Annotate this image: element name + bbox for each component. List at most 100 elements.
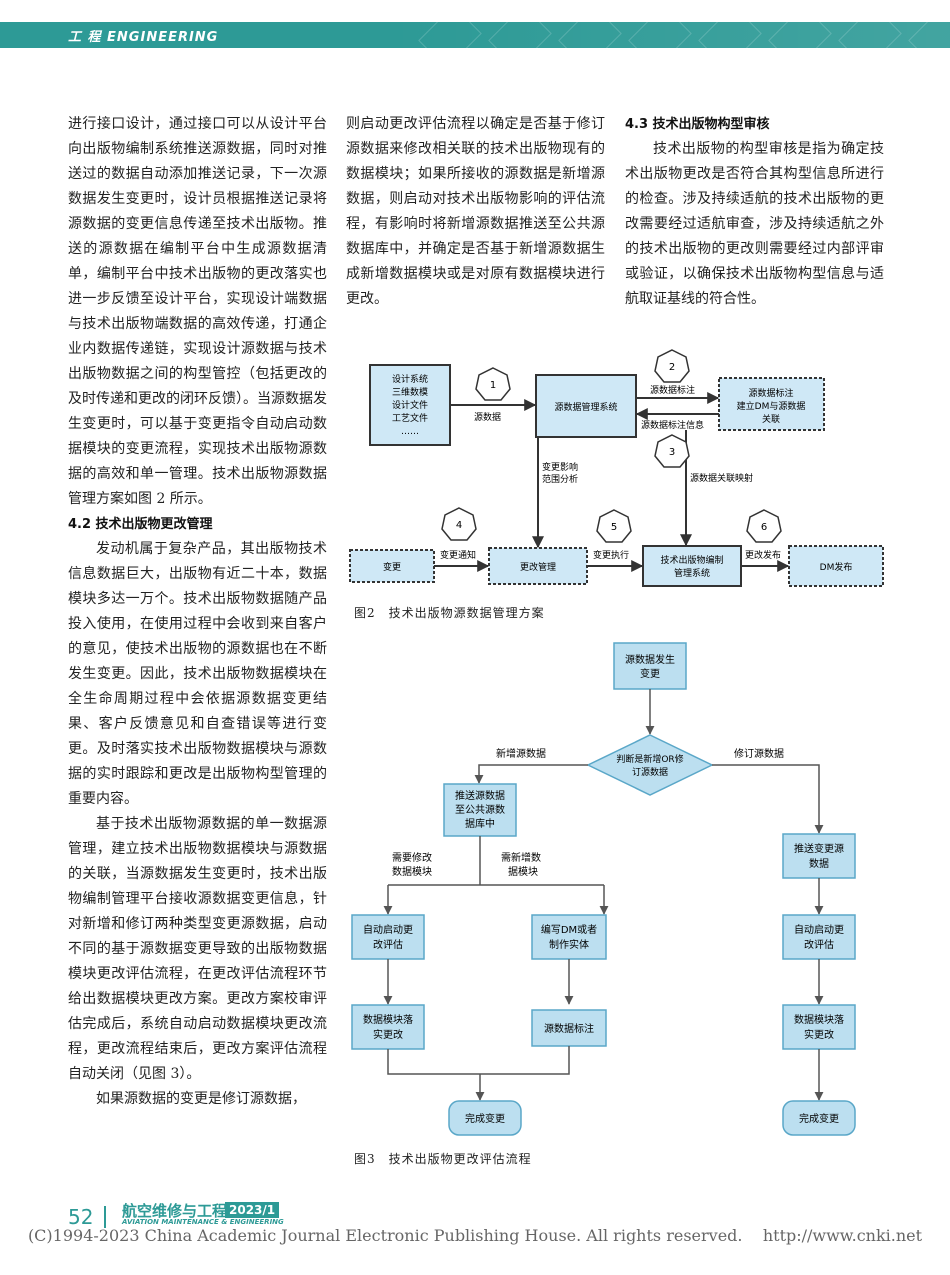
flow-dm-implement-left-box: 数据模块落 实更改 <box>351 1004 425 1050</box>
figure-2-caption: 图2 技术出版物源数据管理方案 <box>354 606 545 620</box>
svg-text:技术出版物编制: 技术出版物编制 <box>660 554 723 566</box>
svg-text:数据模块落: 数据模块落 <box>794 1013 844 1026</box>
svg-text:2: 2 <box>669 362 675 373</box>
label-impact: 变更影响 <box>542 461 578 473</box>
label-impact-2: 范围分析 <box>542 473 578 485</box>
label-annotation: 源数据标注 <box>650 384 695 396</box>
svg-text:实更改: 实更改 <box>804 1028 834 1041</box>
issue-badge: 2023/1 <box>225 1202 280 1218</box>
step-5-badge: 5 <box>596 509 632 543</box>
source-data-mgmt-box: 源数据管理系统 <box>535 374 637 438</box>
svg-text:数据: 数据 <box>809 857 829 870</box>
svg-text:管理系统: 管理系统 <box>674 567 710 579</box>
section-label: 工 程 ENGINEERING <box>68 30 219 45</box>
col2-paragraph-1: 则启动更改评估流程以确定是否基于修订源数据来修改相关联的技术出版物现有的数据模块… <box>346 116 605 307</box>
col1-paragraph-1: 进行接口设计，通过接口可以从设计平台向出版物编制系统推送源数据，同时对推送过的数… <box>68 116 327 507</box>
svg-text:源数据标注: 源数据标注 <box>748 387 793 399</box>
svg-text:源数据管理系统: 源数据管理系统 <box>554 401 617 413</box>
svg-text:编写DM或者: 编写DM或者 <box>541 923 597 936</box>
flow-decision: 判断是新增OR修 订源数据 <box>586 734 714 796</box>
label-annotation-info: 源数据标注信息 <box>641 419 704 431</box>
svg-text:建立DM与源数据: 建立DM与源数据 <box>737 400 806 412</box>
header-banner: 工 程 ENGINEERING <box>0 22 950 48</box>
design-system-box: 设计系统 三维数模 设计文件 工艺文件 …… <box>369 364 451 446</box>
svg-text:三维数模: 三维数模 <box>392 386 428 398</box>
flow-auto-eval-right-box: 自动启动更 改评估 <box>782 914 856 960</box>
label-new-source: 新增源数据 <box>496 747 546 760</box>
col1-paragraph-2: 发动机属于复杂产品，其出版物技术信息数据巨大，出版物有近二十本，数据模块多达一万… <box>68 541 327 807</box>
svg-text:自动启动更: 自动启动更 <box>363 923 413 936</box>
svg-text:5: 5 <box>611 522 617 533</box>
col3-paragraph-1: 技术出版物的构型审核是指为确定技术出版物更改是否符合其构型信息所进行的检查。涉及… <box>625 141 884 307</box>
svg-text:源数据标注: 源数据标注 <box>544 1022 594 1035</box>
svg-text:1: 1 <box>490 380 496 391</box>
pub-system-box: 技术出版物编制 管理系统 <box>642 545 742 587</box>
svg-text:更改管理: 更改管理 <box>520 561 556 573</box>
label-mapping: 源数据关联映射 <box>690 472 753 484</box>
label-need-modify: 需要修改 <box>392 851 432 864</box>
step-6-badge: 6 <box>746 509 782 543</box>
svg-text:改评估: 改评估 <box>804 938 834 951</box>
step-4-badge: 4 <box>441 507 477 541</box>
flow-push-public-box: 推送源数据 至公共源数 据库中 <box>443 783 517 837</box>
dm-release-box: DM发布 <box>788 545 884 587</box>
flow-start-box: 源数据发生 变更 <box>613 642 687 690</box>
svg-text:据库中: 据库中 <box>465 817 495 830</box>
svg-text:推送变更源: 推送变更源 <box>794 842 844 855</box>
step-1-badge: 1 <box>475 367 511 401</box>
svg-text:4: 4 <box>456 520 462 531</box>
flow-done-right: 完成变更 <box>782 1100 856 1136</box>
flow-done-left: 完成变更 <box>448 1100 522 1136</box>
svg-text:订源数据: 订源数据 <box>632 766 668 778</box>
label-need-new: 需新增数 <box>501 851 541 864</box>
column-middle: 则启动更改评估流程以确定是否基于修订源数据来修改相关联的技术出版物现有的数据模块… <box>346 112 605 312</box>
col1-paragraph-3: 基于技术出版物源数据的单一数据源管理，建立技术出版物数据模块与源数据的关联，当源… <box>68 816 327 1082</box>
svg-text:源数据发生: 源数据发生 <box>625 653 675 666</box>
svg-text:完成变更: 完成变更 <box>465 1112 505 1125</box>
label-source-data: 源数据 <box>474 411 501 423</box>
column-right: 4.3 技术出版物构型审核 技术出版物的构型审核是指为确定技术出版物更改是否符合… <box>625 112 884 312</box>
banner-pattern <box>390 22 950 48</box>
section-heading-4-3: 4.3 技术出版物构型审核 <box>625 117 770 132</box>
journal-title-en: AVIATION MAINTENANCE & ENGINEERING <box>122 1218 284 1226</box>
svg-text:数据模块落: 数据模块落 <box>363 1013 413 1026</box>
label-release: 更改发布 <box>745 549 781 561</box>
change-mgmt-box: 更改管理 <box>488 547 588 585</box>
svg-text:制作实体: 制作实体 <box>549 938 589 951</box>
svg-text:变更: 变更 <box>640 667 660 680</box>
figure-3-flowchart: 源数据发生 变更 判断是新增OR修 订源数据 新增源数据 修订源数据 推送源数据… <box>351 642 856 1136</box>
column-left: 进行接口设计，通过接口可以从设计平台向出版物编制系统推送源数据，同时对推送过的数… <box>68 112 327 1112</box>
flow-dm-implement-right-box: 数据模块落 实更改 <box>782 1004 856 1050</box>
svg-text:设计系统: 设计系统 <box>392 373 428 385</box>
svg-text:关联: 关联 <box>762 413 780 425</box>
svg-text:设计文件: 设计文件 <box>392 399 428 411</box>
journal-title-cn: 航空维修与工程 <box>122 1202 228 1220</box>
svg-text:3: 3 <box>669 447 675 458</box>
svg-text:改评估: 改评估 <box>373 938 403 951</box>
svg-text:工艺文件: 工艺文件 <box>392 412 428 424</box>
copyright-line: (C)1994-2023 China Academic Journal Elec… <box>27 1226 923 1245</box>
figure-2-diagram: 设计系统 三维数模 设计文件 工艺文件 …… 源数据管理系统 源数据标注 建立D… <box>349 349 884 587</box>
col1-paragraph-4: 如果源数据的变更是修订源数据， <box>96 1091 306 1107</box>
label-need-modify-2: 数据模块 <box>392 865 432 878</box>
label-execute: 变更执行 <box>593 549 629 561</box>
svg-text:自动启动更: 自动启动更 <box>794 923 844 936</box>
svg-text:……: …… <box>401 427 419 437</box>
label-notify: 变更通知 <box>440 549 476 561</box>
footer-divider <box>104 1206 106 1228</box>
section-heading-4-2: 4.2 技术出版物更改管理 <box>68 517 213 532</box>
svg-text:判断是新增OR修: 判断是新增OR修 <box>616 753 683 765</box>
svg-text:实更改: 实更改 <box>373 1028 403 1041</box>
flow-source-annotation-box: 源数据标注 <box>531 1009 607 1047</box>
flow-push-change-box: 推送变更源 数据 <box>782 833 856 879</box>
step-3-badge: 3 <box>654 434 690 468</box>
svg-text:完成变更: 完成变更 <box>799 1112 839 1125</box>
svg-text:变更: 变更 <box>383 561 401 573</box>
label-need-new-2: 据模块 <box>508 865 538 878</box>
svg-text:6: 6 <box>761 522 767 533</box>
flow-write-dm-box: 编写DM或者 制作实体 <box>531 914 607 960</box>
label-revise-source: 修订源数据 <box>734 747 784 760</box>
flow-auto-eval-left-box: 自动启动更 改评估 <box>351 914 425 960</box>
change-box: 变更 <box>349 549 435 583</box>
page-number: 52 <box>68 1205 94 1229</box>
